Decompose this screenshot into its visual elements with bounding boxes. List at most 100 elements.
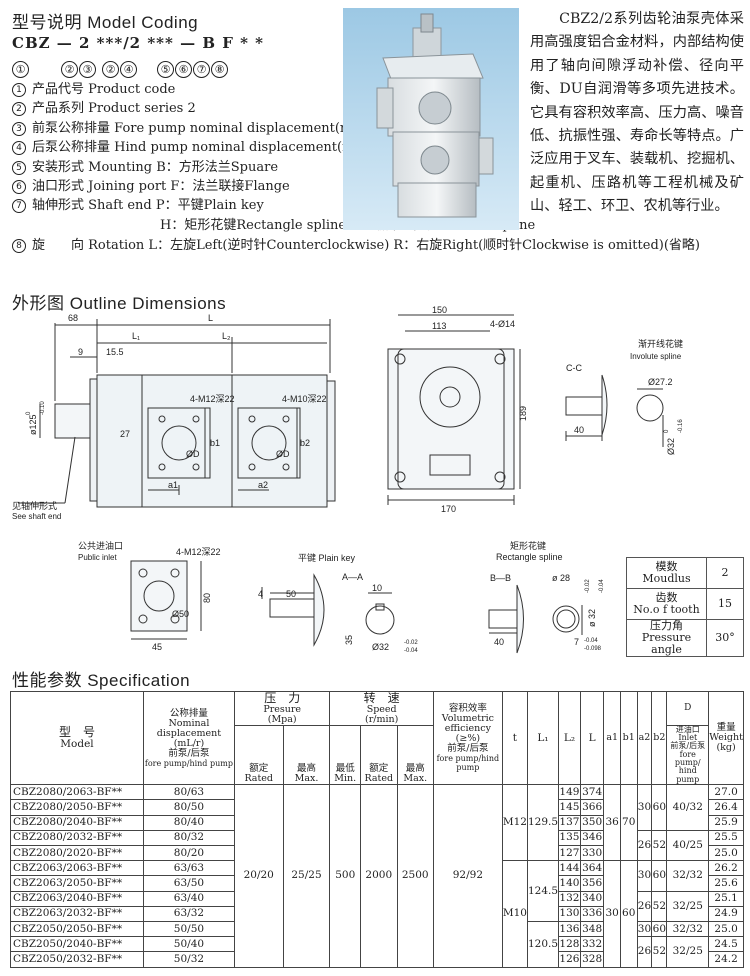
rect-spline-dia32: ø 32 bbox=[587, 609, 597, 627]
inlet-d45: 45 bbox=[152, 642, 162, 652]
cell-L2: 130 bbox=[558, 905, 581, 922]
cell-weight: 27.0 bbox=[708, 784, 744, 801]
dim-a2: a2 bbox=[258, 480, 268, 490]
dim-113: 113 bbox=[432, 321, 446, 331]
dim-tol32a: 0 bbox=[664, 429, 670, 433]
cell-model: CBZ2063/2050-BF** bbox=[10, 875, 144, 892]
cell-a2: 30 bbox=[636, 860, 653, 892]
spline-value: 2 bbox=[706, 557, 744, 589]
dim-tol125a: 0 bbox=[26, 411, 32, 415]
th-b1: b1 bbox=[619, 690, 638, 786]
cell-weight: 24.5 bbox=[708, 936, 744, 953]
dim-holes: 4-Ø14 bbox=[490, 319, 515, 329]
table-row: CBZ2063/2040-BF** 63/40 132 340 26 52 32… bbox=[10, 890, 744, 922]
rect-spline-bb: B—B bbox=[490, 573, 511, 583]
code-num: ② bbox=[102, 61, 119, 78]
dim-40: 40 bbox=[574, 425, 584, 435]
table-row: CBZ2080/2063-BF** 80/63 20/20 25/25 500 … bbox=[10, 784, 744, 968]
cell-L: 350 bbox=[579, 814, 605, 831]
dim-b2: b2 bbox=[300, 438, 310, 448]
th-b2: b2 bbox=[651, 690, 668, 786]
rect-spline-en: Rectangle spline bbox=[496, 552, 563, 562]
dim-L1: L₁ bbox=[132, 331, 140, 341]
code-num: ④ bbox=[120, 61, 137, 78]
plain-key-title: 平键 Plain key bbox=[298, 552, 356, 563]
cell-weight: 26.2 bbox=[708, 860, 744, 877]
cell-pres-max: 25/25 bbox=[282, 784, 331, 968]
th-L: L bbox=[579, 690, 605, 786]
plain-key-aa: A—A bbox=[342, 572, 363, 582]
rect-spline-cn: 矩形花键 bbox=[510, 540, 546, 551]
rect-spline-tol32b: -0.04 bbox=[599, 579, 605, 593]
dim-68: 68 bbox=[68, 313, 78, 323]
cell-b2: 52 bbox=[651, 890, 668, 922]
cell-L1: 120.5 bbox=[526, 920, 560, 968]
cell-a2: 26 bbox=[636, 890, 653, 922]
involute-cn: 渐开线花键 bbox=[638, 338, 683, 349]
cell-L: 328 bbox=[579, 951, 605, 968]
dim-tol125b: -0.10 bbox=[40, 401, 46, 415]
product-photo bbox=[343, 8, 519, 230]
dim-27-2: Ø27.2 bbox=[648, 377, 673, 387]
cell-L2: 135 bbox=[558, 829, 581, 847]
port-label-1: 4-M12深22 bbox=[190, 394, 235, 404]
dim-a1: a1 bbox=[168, 480, 178, 490]
code-num: ① bbox=[12, 61, 29, 78]
cell-speed-rated: 2000 bbox=[359, 784, 398, 968]
cell-t: M10 bbox=[501, 860, 528, 968]
th-t: t bbox=[501, 690, 528, 786]
table-row: CBZ2063/2063-BF** 63/63 M10 124.5 144 36… bbox=[10, 860, 744, 968]
cell-model: CBZ2063/2032-BF** bbox=[10, 905, 144, 922]
detail-drawings: 公共进油口 Public inlet 4-M12深22 Ø50 80 45 平键… bbox=[78, 540, 605, 654]
dim-dia125: ø125 bbox=[28, 414, 38, 435]
dim-tol32b: -0.16 bbox=[678, 419, 684, 433]
inlet-d80: 80 bbox=[202, 593, 212, 603]
cell-L: 340 bbox=[579, 890, 605, 907]
plain-key-d10: 10 bbox=[372, 583, 382, 593]
plain-key-d50: 50 bbox=[286, 589, 296, 599]
cell-model: CBZ2080/2020-BF** bbox=[10, 845, 144, 862]
rect-spline-d40: 40 bbox=[494, 637, 504, 647]
spec-title: 性能参数 Specification bbox=[12, 671, 191, 690]
cell-D: 32/32 bbox=[666, 920, 710, 938]
cell-a2: 30 bbox=[636, 784, 653, 831]
cell-L2: 132 bbox=[558, 890, 581, 907]
plain-key-tolb: -0.04 bbox=[404, 648, 418, 654]
cell-speed-max: 2500 bbox=[396, 784, 434, 968]
table-row: CBZ2063/2032-BF** 63/32 130 336 24.9 bbox=[10, 905, 744, 922]
outline-drawing: 68 L L₁ L₂ 9 15.5 4-M12深22 4-M10深22 27 b… bbox=[12, 305, 684, 521]
cell-L2: 127 bbox=[558, 845, 581, 862]
cell-model: CBZ2080/2063-BF** bbox=[10, 784, 144, 801]
cell-L2: 126 bbox=[558, 951, 581, 968]
cell-L2: 140 bbox=[558, 875, 581, 892]
cell-L: 346 bbox=[579, 829, 605, 847]
inlet-en: Public inlet bbox=[78, 553, 117, 562]
cell-model: CBZ2050/2040-BF** bbox=[10, 936, 144, 953]
cell-b2: 60 bbox=[651, 920, 668, 938]
dim-od2: ØD bbox=[276, 449, 290, 459]
shaft-label-en: See shaft end bbox=[12, 512, 61, 521]
rect-spline-tol7a: -0.04 bbox=[584, 638, 598, 644]
spline-value: 15 bbox=[706, 588, 744, 620]
coding-title: 型号说明 Model Coding bbox=[12, 13, 199, 32]
cell-model: CBZ2050/2050-BF** bbox=[10, 920, 144, 938]
